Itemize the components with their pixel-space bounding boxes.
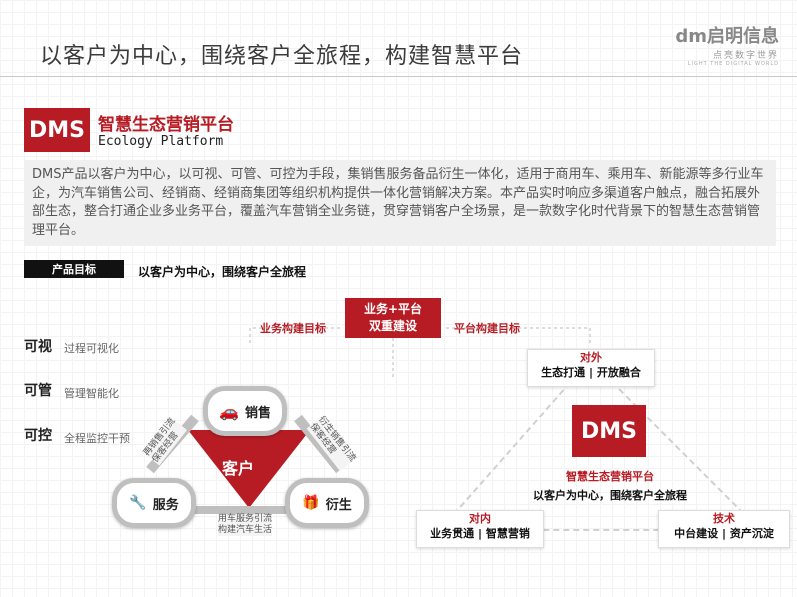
service-label: 服务: [152, 497, 179, 513]
external-body: 生态打通 | 开放融合: [541, 366, 641, 379]
dms-subtitle: Ecology Platform: [98, 134, 224, 149]
internal-body: 业务贯通 | 智慧营销: [430, 527, 530, 540]
external-box: 对外 生态打通 | 开放融合: [527, 349, 655, 387]
gift-icon: 🎁: [302, 495, 320, 511]
link-bottom-line2: 构建汽车生活: [218, 525, 273, 535]
center-line2: 双重建设: [368, 319, 417, 333]
derivative-label: 衍生: [325, 497, 352, 513]
business-goal-label: 业务构建目标: [260, 322, 326, 335]
triangle-center-sub: 以客户为中心，围绕客户全旅程: [533, 489, 687, 502]
control-label-manage: 可管: [24, 383, 52, 399]
sales-label: 销售: [244, 405, 271, 421]
center-box: 业务+平台 双重建设: [345, 298, 441, 338]
control-desc-manage: 管理智能化: [64, 387, 119, 400]
internal-box: 对内 业务贯通 | 智慧营销: [416, 510, 544, 548]
tech-box: 技术 中台建设 | 资产沉淀: [658, 510, 790, 548]
platform-goal-label: 平台构建目标: [454, 322, 520, 335]
logo-tagline: 点亮数字世界: [712, 51, 779, 61]
core-triangle: [188, 430, 310, 508]
control-desc-control: 全程监控干预: [64, 432, 130, 445]
dms-title: 智慧生态营销平台: [98, 115, 234, 135]
triangle-center-title: 智慧生态营销平台: [566, 470, 654, 483]
tech-body: 中台建设 | 资产沉淀: [674, 527, 774, 540]
car-icon: 🚗: [219, 401, 239, 421]
logo-mark: dm启明信息: [675, 26, 779, 47]
internal-head: 对内: [469, 512, 491, 525]
service-icon: 🔧: [129, 495, 147, 511]
external-head: 对外: [580, 351, 602, 364]
dms-description: DMS产品以客户为中心，以可视、可管、可控为手段，集销售服务备品衍生一体化，适用…: [24, 160, 776, 246]
control-label-control: 可控: [24, 428, 52, 444]
page-title: 以客户为中心，围绕客户全旅程，构建智慧平台: [40, 44, 524, 69]
logo-tagline-en: LIGHT THE DIGITAL WORLD: [687, 61, 779, 67]
link-bottom-line1: 用车服务引流: [218, 514, 273, 524]
control-desc-visible: 过程可视化: [64, 342, 119, 355]
service-node: 🔧 服务: [112, 478, 196, 528]
goal-badge: 产品目标: [24, 260, 124, 278]
tech-head: 技术: [713, 512, 735, 525]
derivative-node: 🎁 衍生: [285, 478, 369, 528]
dms-badge: DMS: [24, 108, 90, 152]
core-label: 客户: [222, 459, 255, 478]
header-divider: [0, 76, 797, 77]
sales-node: 🚗 销售: [203, 386, 287, 436]
company-logo: dm启明信息 点亮数字世界 LIGHT THE DIGITAL WORLD: [675, 22, 779, 67]
goal-text: 以客户为中心，围绕客户全旅程: [138, 265, 307, 279]
center-line1: 业务+平台: [363, 302, 423, 316]
triangle-dms-badge: DMS: [572, 405, 646, 457]
control-label-visible: 可视: [24, 339, 52, 355]
link-bottom-label: 用车服务引流 构建汽车生活: [218, 514, 273, 536]
